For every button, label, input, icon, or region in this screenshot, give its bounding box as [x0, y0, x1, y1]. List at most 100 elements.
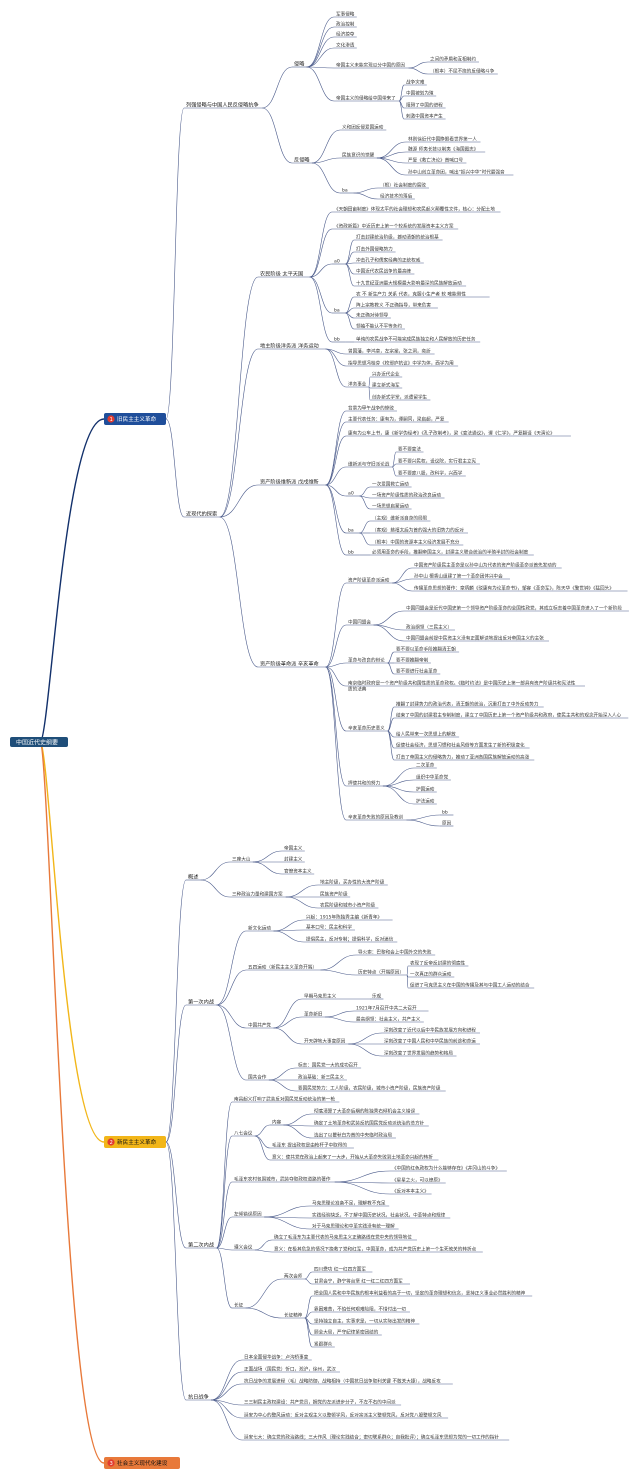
branch-label: 旧民主主义革命 [117, 415, 157, 423]
connector-line [200, 879, 231, 898]
node-label: 导火索：巴黎和会上中国外交的失败 [358, 949, 432, 956]
node-label: 选出了以瞿秋白为首的中央临时政治局 [314, 1132, 393, 1139]
connector-line [252, 850, 283, 863]
node-label: 长征精神 [284, 1312, 303, 1319]
connector-line [311, 129, 341, 164]
connector-line [359, 495, 371, 510]
node-label: a0 [348, 491, 354, 497]
node-label: 魏源 师夷长技以制夷《海国图志》 [408, 146, 478, 153]
connector-line [376, 141, 407, 159]
node-label: 抗日战争 [188, 1393, 209, 1401]
connector-line [245, 1307, 283, 1319]
connector-line [268, 1067, 297, 1081]
node-label: 紧跟群众 [314, 1341, 333, 1348]
node-label: 政治基础：新三民主义 [298, 1074, 344, 1081]
connector-line [345, 312, 355, 330]
connector-line [309, 263, 333, 278]
connector-line [320, 969, 357, 976]
node-label: 要不要进行社会革命 [396, 668, 438, 675]
connector-line [398, 84, 405, 102]
connector-line [273, 930, 305, 943]
node-label: 康有为公车上书，康《新学伪经考》《孔子改制考》，梁《变法通议》，谭《仁学》，严复… [348, 430, 555, 437]
node-label: 南京临时政府是一个资产阶级共和国性质的革命政权。《临时约法》是中国历史上第一部具… [348, 680, 576, 693]
node-label: 中国资产阶级民主革命是以孙中山为代表的资产阶级革命派首先发动的 [414, 562, 557, 569]
node-label: 促进了马克思主义在中国的传播及其与中国工人运动的结合 [410, 982, 530, 989]
node-label: 地主阶级洋务派 洋务运动 [260, 342, 319, 350]
connector-line [216, 1216, 233, 1249]
node-label: 表现了反帝反封建的彻底性 [410, 960, 466, 967]
main-branch-line [39, 741, 105, 1143]
node-label: 《星星之火，可以燎原》 [392, 1177, 443, 1184]
branch-node-b2[interactable] [104, 1136, 166, 1148]
node-label: 深刻改变了世界发展的趋势和格局 [384, 1050, 453, 1057]
connector-line [353, 192, 379, 200]
connector-line [200, 861, 231, 881]
connector-line [216, 1181, 233, 1249]
connector-line [283, 1113, 313, 1126]
branch-node-b1[interactable] [104, 413, 166, 425]
node-label: ba [342, 188, 348, 194]
node-label: 《中国的红色政权为什么能够存在》《井冈山的斗争》 [392, 1165, 500, 1172]
node-label: 必须用革命的手段，推翻帝国主义，封建主义联合统治的半殖半封的社会制度 [372, 549, 529, 556]
node-label: 刺激中国资本产生 [406, 113, 443, 120]
connector-line [325, 484, 347, 534]
connector-line [408, 61, 429, 69]
connector-line [324, 1016, 355, 1023]
connector-line [325, 410, 347, 486]
connector-line [211, 1399, 243, 1441]
connector-line [211, 1371, 243, 1401]
connector-line [304, 1317, 313, 1348]
node-label: 南昌起义打响了武装反对国民党反动统治的第一枪 [234, 1096, 335, 1103]
connector-line [165, 1004, 187, 1143]
node-label: 意义：在极其危急的情况下挽救了党和红军，中国革命，成为共产党历史上第一个生死攸关… [274, 1246, 477, 1253]
node-label: 两次会师 [284, 1273, 303, 1280]
node-label: 兴办近代企业 [372, 371, 400, 378]
connector-line [345, 263, 355, 287]
node-label: 资产阶级革命派 辛亥革命 [260, 660, 320, 668]
root-title: 中国近代史纲要 [16, 739, 58, 747]
node-label: 林则徐近代中国睁眼看世界第一人 [408, 136, 477, 143]
node-label: 单纯的农民战争不可能完成民族独立和人民解放的历史任务 [356, 336, 476, 343]
root-node[interactable] [10, 737, 68, 747]
node-label: 革命与改良的辩论 [348, 657, 385, 664]
connector-line [219, 484, 259, 518]
node-label: bb [442, 810, 448, 816]
node-label: 顾全大局，严守纪律紧密团结的 [314, 1329, 379, 1336]
node-label: 确立了毛泽东为主要代表的马克思主义正确路线在党中央的领导地位 [274, 1234, 412, 1241]
node-label: 打击了帝国主义的侵略势力，推动了亚洲各国民族解放运动的高涨 [396, 754, 530, 761]
node-label: 辛亥革命历史意义 [348, 725, 385, 732]
connector-line [254, 1135, 271, 1149]
connector-line [165, 1141, 187, 1249]
connector-line [325, 666, 347, 787]
node-labels: 列强侵略与中国人民反侵略抗争近现代的探索侵略军事侵略政治控制经济掠夺文化渗透帝国… [186, 11, 622, 1441]
priority-badge-icon [107, 415, 115, 423]
connector-line [268, 1079, 297, 1092]
node-label: 打击封建统治阶级，撼动清朝的统治根基 [356, 234, 439, 241]
connector-line [216, 1004, 247, 1081]
node-label: 义和团反侵爱国运动 [342, 124, 384, 131]
node-label: 护国运动 [416, 786, 435, 793]
node-label: 要国民党势力：工人阶级，农民阶级，城市小资产阶级，民族资产阶级 [298, 1085, 441, 1092]
connector-line [387, 730, 395, 761]
connector-line [392, 582, 413, 592]
connector-line [392, 451, 397, 468]
node-label: 兴起：1915年陈独秀主编《新青年》 [306, 914, 382, 921]
node-label: 确定了土地革命和武装反抗国民党反动派统治的总方针 [314, 1120, 425, 1127]
connector-line [324, 1010, 355, 1018]
connector-line [406, 965, 409, 976]
connector-line [306, 26, 335, 68]
node-label: 指导思想冯桂芬《校邠庐抗议》中学为体，西学为用 [348, 360, 454, 367]
branch-node-b3[interactable] [104, 1457, 180, 1469]
connector-line [219, 348, 259, 518]
node-label: 护法运动 [416, 798, 435, 805]
node-label: 一次爱国救亡运动 [372, 481, 409, 488]
connector-line [373, 624, 405, 642]
node-label: 基本口号：民主和科学 [306, 924, 352, 931]
connector-line [406, 974, 409, 989]
node-label: 左倾错误原因 [234, 1211, 262, 1218]
node-label: 早期马克思主义 [304, 993, 337, 1000]
node-label: 阻碍了中国的进程 [406, 102, 443, 109]
main-branch-line [39, 418, 105, 743]
node-label: 坚持独立自主，实事求是，一切从实际出发的精神 [314, 1318, 415, 1325]
node-label: 深刻改变了中国人民和中华民族的前途和命运 [384, 1038, 476, 1045]
